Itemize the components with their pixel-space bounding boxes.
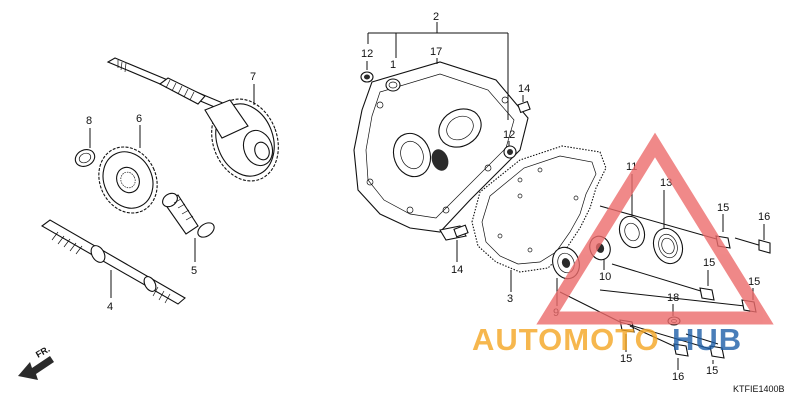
callout-2: 2 — [433, 11, 439, 23]
callout-18: 18 — [667, 292, 679, 304]
gear-part-6[interactable] — [88, 137, 167, 222]
callout-15-c: 15 — [748, 276, 760, 288]
countershaft-gear-part-5[interactable] — [160, 190, 217, 240]
dowel-pin-part-14-upper[interactable] — [517, 100, 531, 114]
dowel-pin-part-14-lower[interactable] — [453, 224, 469, 238]
drive-shaft-part-4[interactable] — [41, 219, 186, 305]
front-direction-arrow: FR. — [18, 344, 54, 380]
callout-10: 10 — [599, 271, 611, 283]
callout-14-lower: 14 — [451, 264, 463, 276]
callout-15-b: 15 — [703, 257, 715, 269]
gasket-part-3[interactable] — [471, 145, 607, 273]
washer-part-8[interactable] — [73, 147, 98, 170]
callout-12-upper: 12 — [361, 48, 373, 60]
bearing-part-11[interactable] — [615, 213, 648, 251]
callout-11: 11 — [626, 161, 637, 173]
callout-15-a: 15 — [717, 202, 729, 214]
callout-14-upper: 14 — [518, 83, 530, 95]
callout-8: 8 — [86, 115, 92, 127]
callout-16-a: 16 — [758, 211, 770, 223]
bolt-part-16-c[interactable] — [685, 333, 719, 345]
callout-15-e: 15 — [706, 365, 718, 377]
oil-seal-part-12-lower[interactable] — [503, 145, 517, 159]
dowel-part-1[interactable] — [385, 78, 401, 92]
callout-5: 5 — [191, 265, 197, 277]
callout-12-lower: 12 — [503, 129, 515, 141]
watermark-text-hub: HUB — [672, 322, 742, 357]
callout-7: 7 — [250, 71, 256, 83]
callout-17: 17 — [430, 46, 442, 58]
watermark-triangle — [536, 132, 774, 325]
callout-15-d: 15 — [620, 353, 632, 365]
callout-3: 3 — [507, 293, 513, 305]
callout-1: 1 — [390, 59, 396, 71]
automotohub-watermark: AUTOMOTO HUB — [472, 132, 774, 357]
watermark-text-automoto: AUTOMOTO — [472, 322, 660, 357]
oil-seal-part-12-upper[interactable] — [360, 71, 374, 83]
callout-16-b: 16 — [672, 371, 684, 383]
bolt-part-15-b[interactable] — [611, 263, 715, 301]
callout-6: 6 — [136, 113, 142, 125]
callout-4: 4 — [107, 301, 113, 313]
transmission-case-part-17[interactable] — [353, 61, 529, 241]
bolt-part-15-e[interactable] — [619, 321, 725, 359]
oil-seal-part-13[interactable] — [649, 224, 688, 267]
bolt-part-16-a[interactable] — [734, 237, 771, 254]
bolt-part-16-b[interactable] — [629, 325, 689, 357]
final-shaft-part-7[interactable] — [106, 57, 289, 190]
diagram-code: KTFIE1400B — [733, 384, 785, 394]
